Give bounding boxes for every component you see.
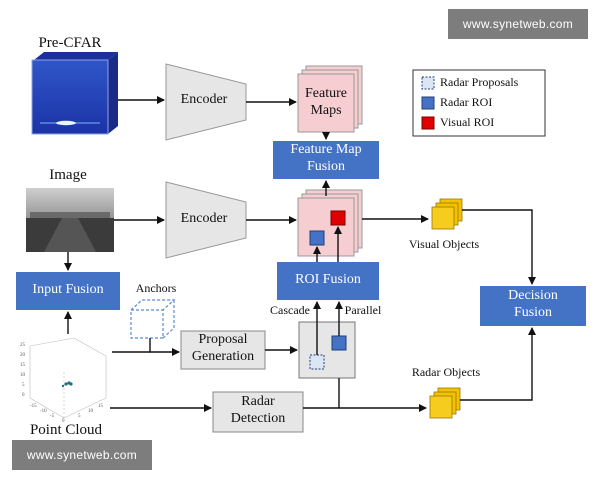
legend-label-radar-proposals: Radar Proposals (440, 75, 519, 89)
legend-label-visual-roi: Visual ROI (440, 115, 495, 129)
point-cloud-plot (29, 337, 107, 419)
visual-objects-label: Visual Objects (408, 237, 480, 251)
visual-objects-cubes (431, 198, 463, 230)
radar-detection-box (212, 391, 304, 433)
flow-arrows (64, 96, 536, 412)
encoder-mid-shape (165, 181, 247, 259)
encoder-mid-label: Encoder (180, 211, 228, 226)
proposal-generation-box (180, 330, 266, 370)
feature-maps-line1: Feature (305, 86, 347, 101)
decision-fusion-line2: Fusion (513, 305, 553, 320)
pc-ytick-5: 0 (22, 393, 25, 398)
pc-ytick-2: 15 (20, 363, 25, 368)
feature-maps-line2: Maps (310, 103, 342, 118)
radar-roi-square-upper (309, 230, 325, 246)
proposal-panel (298, 321, 356, 379)
radar-objects-cubes (429, 387, 461, 419)
radar-detection-line2: Detection (230, 411, 286, 426)
anchors-cube (130, 299, 176, 339)
legend-label-radar-roi: Radar ROI (440, 95, 493, 109)
pc-ztick-0: 5 (78, 414, 81, 419)
radar-proposal-square (309, 354, 325, 370)
visual-roi-square (330, 210, 346, 226)
radar-detection-line1: Radar (241, 394, 275, 409)
watermark-top: www.synetweb.com (448, 9, 588, 39)
pc-xtick-1: -10 (40, 409, 47, 414)
image-label: Image (49, 167, 87, 183)
pre-cfar-label: Pre-CFAR (38, 35, 102, 51)
legend-box (412, 69, 546, 137)
legend-swatch-radar-roi (421, 96, 435, 110)
feature-map-fusion-line1: Feature Map (290, 142, 362, 157)
decision-fusion-line1: Decision (508, 288, 558, 303)
point-cloud-label: Point Cloud (29, 422, 103, 438)
roi-fusion-label: ROI Fusion (295, 272, 361, 287)
legend-swatch-radar-proposals (421, 76, 435, 90)
encoder-top-shape (165, 63, 247, 141)
pc-xtick-0: -15 (30, 404, 37, 409)
input-fusion-box (16, 272, 120, 310)
feature-maps-stack (297, 65, 363, 133)
proposal-generation-line1: Proposal (198, 332, 248, 347)
pc-xtick-3: 0 (62, 419, 65, 424)
feature-map-fusion-box (273, 141, 379, 179)
watermark-bottom: www.synetweb.com (12, 440, 152, 470)
legend-swatch-visual-roi (421, 116, 435, 130)
proposal-generation-line2: Generation (191, 349, 255, 364)
pc-ytick-1: 20 (20, 353, 25, 358)
pc-xtick-2: -5 (50, 414, 55, 419)
decision-fusion-box (480, 286, 586, 326)
parallel-label: Parallel (344, 303, 382, 317)
input-fusion-label: Input Fusion (32, 282, 104, 297)
pc-ytick-0: 25 (20, 343, 25, 348)
point-cloud-points (61, 381, 73, 388)
cascade-label: Cascade (270, 303, 310, 317)
radar-objects-label: Radar Objects (411, 365, 481, 379)
roi-fusion-box (277, 262, 379, 300)
radar-roi-square-lower (331, 335, 347, 351)
pc-ytick-3: 10 (20, 373, 25, 378)
camera-image (26, 188, 114, 252)
encoder-top-label: Encoder (180, 92, 228, 107)
pre-cfar-cube (31, 52, 118, 135)
pc-ztick-2: 15 (98, 404, 103, 409)
roi-feature-stack (297, 189, 363, 257)
feature-map-fusion-line2: Fusion (306, 159, 346, 174)
pc-ytick-4: 5 (22, 383, 25, 388)
pc-ztick-1: 10 (88, 409, 93, 414)
anchors-label: Anchors (135, 281, 177, 295)
